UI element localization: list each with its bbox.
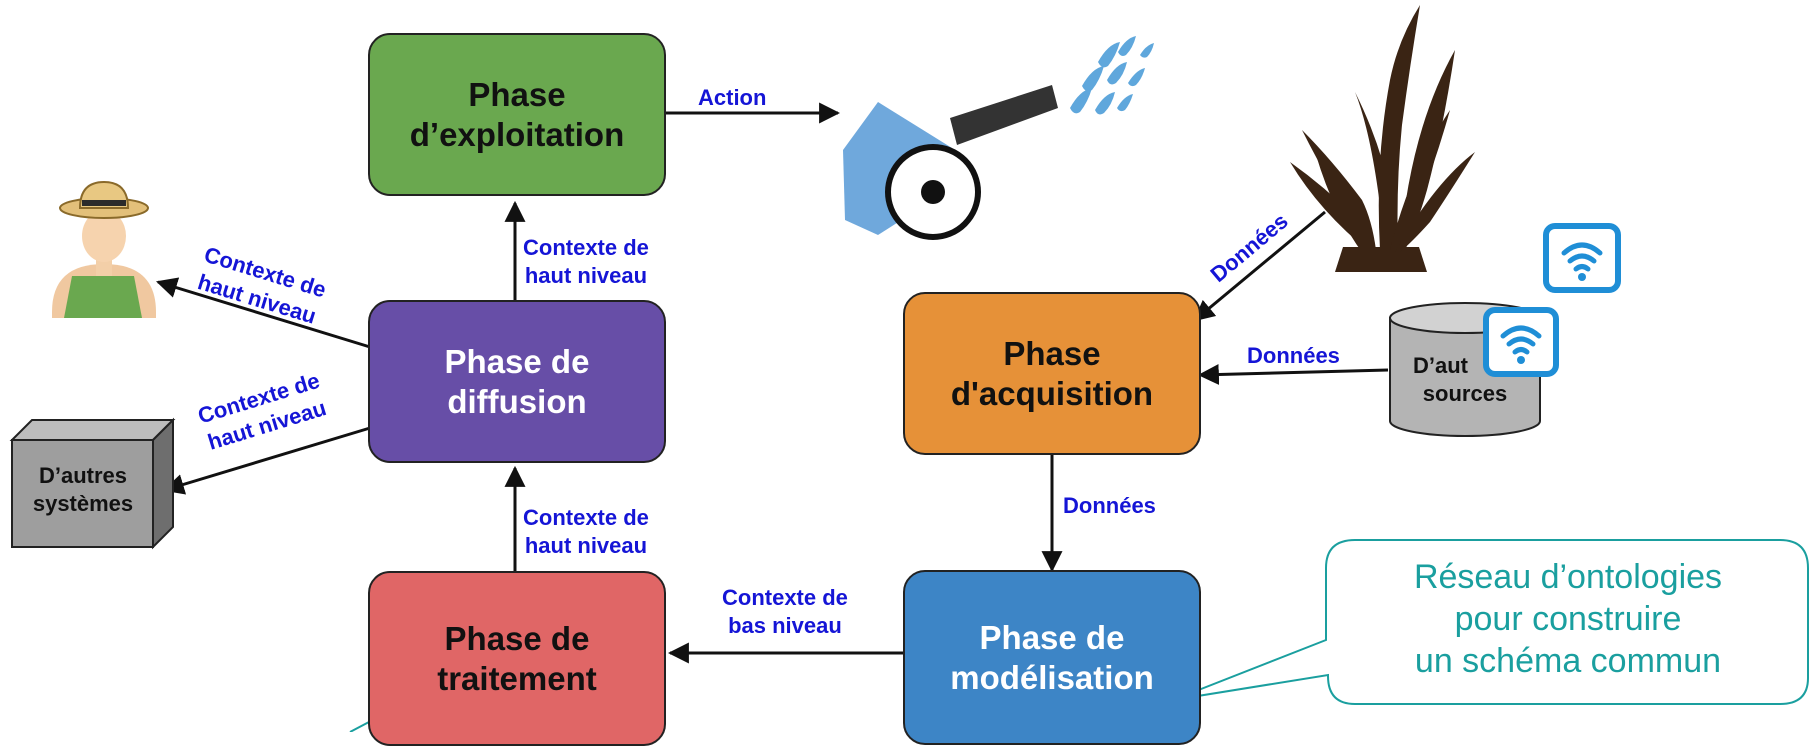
phase-modelisation: Phase de modélisation bbox=[903, 570, 1201, 745]
external-systems-line2: systèmes bbox=[32, 491, 134, 516]
phase-diffusion-line1: Phase de bbox=[444, 342, 590, 380]
edge-label-acquisition-to-modelisation: Données bbox=[1063, 492, 1156, 520]
phase-traitement-line2: traitement bbox=[437, 659, 597, 697]
edge-label-text: Données bbox=[1247, 343, 1340, 368]
edge-label-line1: Contexte de bbox=[523, 505, 649, 530]
phase-modelisation-line2: modélisation bbox=[950, 658, 1154, 696]
callout-line3: un schéma commun bbox=[1414, 642, 1722, 680]
edge-label-diffusion-to-exploitation: Contexte de haut niveau bbox=[523, 234, 649, 290]
callout-line2: pour construire bbox=[1454, 600, 1682, 638]
plant-icon bbox=[1290, 5, 1475, 272]
edge-label-line2: haut niveau bbox=[524, 533, 648, 558]
phase-exploitation-line1: Phase bbox=[468, 75, 566, 113]
edge-label-line2: haut niveau bbox=[524, 263, 648, 288]
edge-label-sources-to-acquisition: Données bbox=[1247, 342, 1340, 370]
arrow-diffusion-to-systems bbox=[162, 426, 371, 495]
edge-label-line1: Contexte de bbox=[523, 235, 649, 260]
sprinkler-icon bbox=[843, 36, 1154, 240]
callout-bubble bbox=[1172, 539, 1809, 705]
edge-label-line1: Contexte de bbox=[722, 585, 848, 610]
phase-exploitation-line2: d’exploitation bbox=[409, 115, 625, 153]
edge-label-text: Données bbox=[1063, 493, 1156, 518]
phase-exploitation: Phase d’exploitation bbox=[368, 33, 666, 196]
arrow-plant-to-acquisition bbox=[1193, 210, 1326, 322]
callout-text: Réseau d’ontologies pour construire un s… bbox=[1343, 556, 1793, 682]
phase-diffusion: Phase de diffusion bbox=[368, 300, 666, 463]
edge-label-action: Action bbox=[698, 84, 766, 112]
edge-label-line2: bas niveau bbox=[728, 613, 842, 638]
edge-label-traitement-to-diffusion: Contexte de haut niveau bbox=[523, 504, 649, 560]
arrow-diffusion-to-farmer bbox=[155, 277, 371, 349]
phase-traitement: Phase de traitement bbox=[368, 571, 666, 746]
phase-traitement-line1: Phase de bbox=[444, 619, 590, 657]
external-sources-line2: sources bbox=[1422, 381, 1508, 406]
external-sources-line1: D’aut bbox=[1413, 353, 1468, 378]
farmer-icon bbox=[52, 180, 156, 318]
server-box-icon bbox=[9, 417, 176, 550]
phase-modelisation-line1: Phase de bbox=[979, 618, 1125, 656]
external-systems-label: D’autres systèmes bbox=[24, 462, 142, 518]
phase-acquisition-line2: d'acquisition bbox=[950, 374, 1154, 412]
phase-diffusion-line2: diffusion bbox=[447, 382, 587, 420]
wifi-icon bbox=[1543, 223, 1621, 293]
external-sources-label: D’aut sources bbox=[1405, 352, 1525, 408]
callout-line1: Réseau d’ontologies bbox=[1413, 558, 1723, 596]
external-systems-line1: D’autres bbox=[38, 463, 128, 488]
wifi-icon bbox=[1483, 307, 1559, 377]
arrow-sources-to-acquisition bbox=[1197, 364, 1389, 385]
edge-label-modelisation-to-traitement: Contexte de bas niveau bbox=[722, 584, 848, 640]
edge-label-action-text: Action bbox=[698, 85, 767, 110]
phase-acquisition: Phase d'acquisition bbox=[903, 292, 1201, 455]
phase-acquisition-line1: Phase bbox=[1003, 334, 1101, 372]
